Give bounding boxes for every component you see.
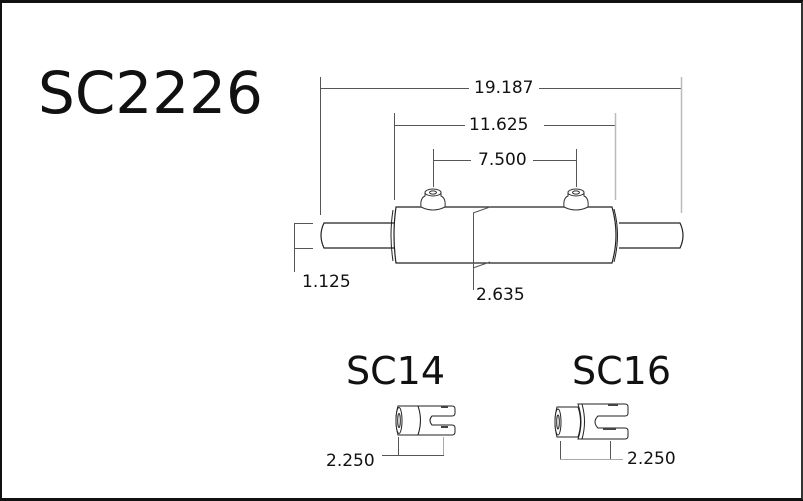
accessory-title-sc14: SC14	[346, 349, 446, 393]
sc16-clevis-drawing	[554, 403, 629, 440]
port-left	[420, 188, 446, 211]
sc16-dimension-lines	[560, 441, 623, 460]
dimension-rod-diameter: 1.125	[302, 272, 351, 292]
dimension-body-length-lines	[394, 113, 615, 200]
sc14-dimension-lines	[382, 437, 444, 456]
dimension-body-diameter-lines	[472, 206, 491, 290]
sc14-clevis-drawing	[395, 405, 456, 436]
dimension-body-length: 11.625	[467, 115, 531, 135]
drawing-title: SC2226	[38, 59, 263, 127]
dimension-port-spacing-lines	[433, 149, 577, 187]
accessory-title-sc16: SC16	[572, 349, 672, 393]
port-right	[563, 188, 589, 211]
cylinder-body	[393, 206, 617, 264]
accessory-dimension-sc14: 2.250	[326, 451, 375, 471]
dimension-overall-length: 19.187	[472, 78, 536, 98]
left-rod	[320, 222, 394, 249]
body-left-cap-line	[390, 209, 394, 262]
dimension-port-spacing: 7.500	[476, 150, 529, 170]
right-rod	[619, 222, 684, 249]
body-right-cap-line	[613, 208, 618, 263]
dimension-rod-diameter-lines	[294, 223, 313, 272]
accessory-dimension-sc16: 2.250	[627, 449, 676, 469]
dimension-overall-length-lines	[320, 77, 682, 215]
cylinder-drawing	[320, 206, 684, 264]
dimension-body-diameter: 2.635	[476, 285, 525, 305]
